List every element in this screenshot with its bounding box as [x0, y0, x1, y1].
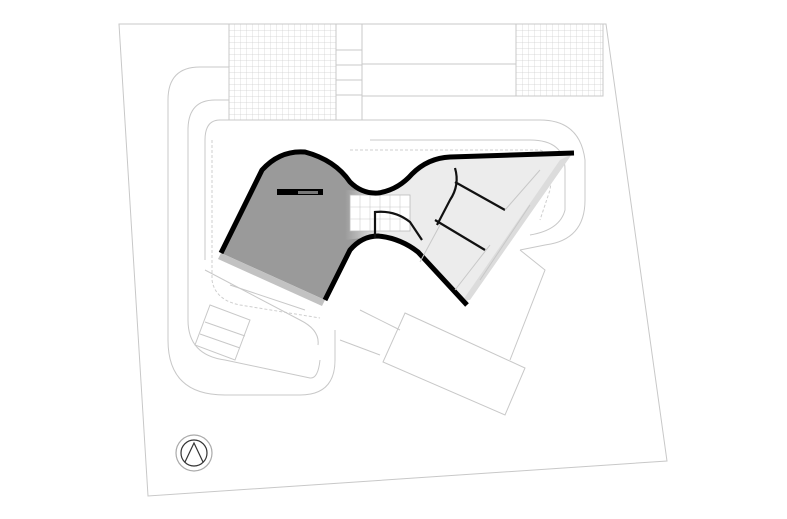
dashed-line-west — [211, 140, 321, 319]
north-arrow-icon — [175, 434, 213, 472]
stair-block-steps — [336, 49, 362, 96]
road-east-inner — [370, 139, 566, 236]
driveway-line — [362, 63, 516, 97]
main-hall — [221, 151, 378, 300]
path-southwest — [204, 269, 319, 346]
path-southwest-edge — [229, 284, 306, 311]
path-southeast — [509, 249, 546, 361]
building-wall-north — [218, 149, 575, 255]
annex-building — [382, 312, 526, 416]
site-boundary — [118, 23, 668, 497]
staircase-treads — [350, 195, 410, 231]
terrace-strip — [463, 154, 572, 300]
inner-wall-corridor — [436, 167, 458, 226]
hatched-block-right — [515, 23, 604, 97]
room-divider-1 — [454, 181, 506, 211]
east-wing — [378, 154, 572, 305]
path-west — [204, 119, 229, 260]
room-divider-2 — [434, 219, 486, 251]
road-east-outer — [362, 119, 586, 251]
reception-desk-top — [298, 191, 318, 194]
building-wall-south — [322, 233, 469, 307]
main-hall-edge — [218, 253, 325, 306]
inner-wall-curve — [373, 210, 423, 241]
road-outer — [167, 66, 336, 396]
parking-area — [194, 304, 251, 361]
annex-approach-lines — [339, 309, 401, 356]
hatched-block-left — [228, 23, 337, 121]
glazing-lines — [419, 169, 541, 291]
stair-block — [335, 23, 363, 121]
